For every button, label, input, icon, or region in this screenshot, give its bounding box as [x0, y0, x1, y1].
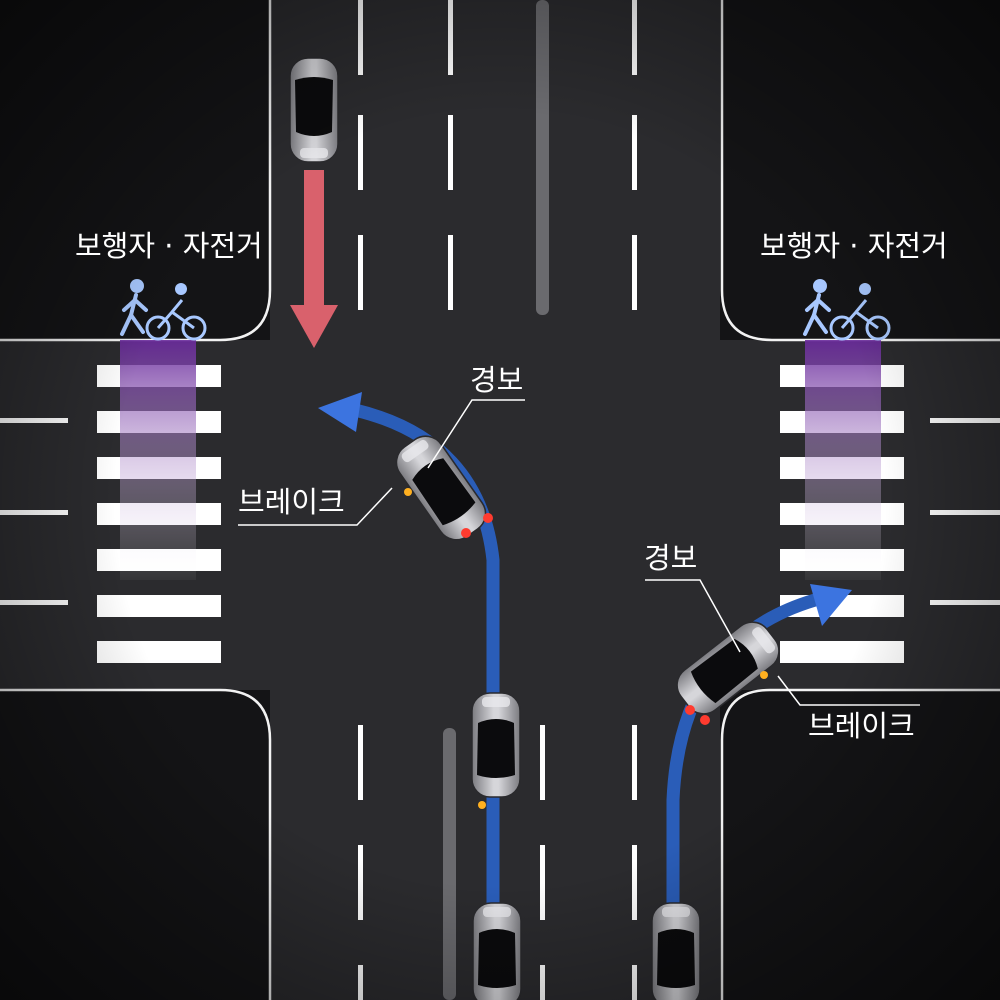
brake-light	[461, 528, 471, 538]
median-south	[443, 728, 456, 1000]
warning-label-center: 경보	[470, 363, 524, 397]
brake-light	[685, 705, 695, 715]
detection-zone-left	[120, 340, 196, 580]
indicator-light	[404, 488, 412, 496]
pedestrian-cyclist-label-right: 보행자 · 자전거	[760, 229, 948, 263]
car-icon	[651, 902, 701, 1000]
car-icon	[472, 902, 522, 1000]
median-north	[536, 0, 549, 315]
warning-label-right: 경보	[644, 541, 698, 575]
car-icon	[471, 692, 521, 798]
brake-label-right: 브레이크	[808, 709, 915, 743]
pedestrian-cyclist-label-left: 보행자 · 자전거	[75, 229, 263, 263]
indicator-light	[478, 801, 486, 809]
car-icon	[289, 57, 339, 163]
brake-light	[483, 513, 493, 523]
brake-light	[700, 715, 710, 725]
indicator-light	[760, 671, 768, 679]
brake-label-center: 브레이크	[238, 485, 345, 519]
detection-zone-right	[805, 340, 881, 580]
